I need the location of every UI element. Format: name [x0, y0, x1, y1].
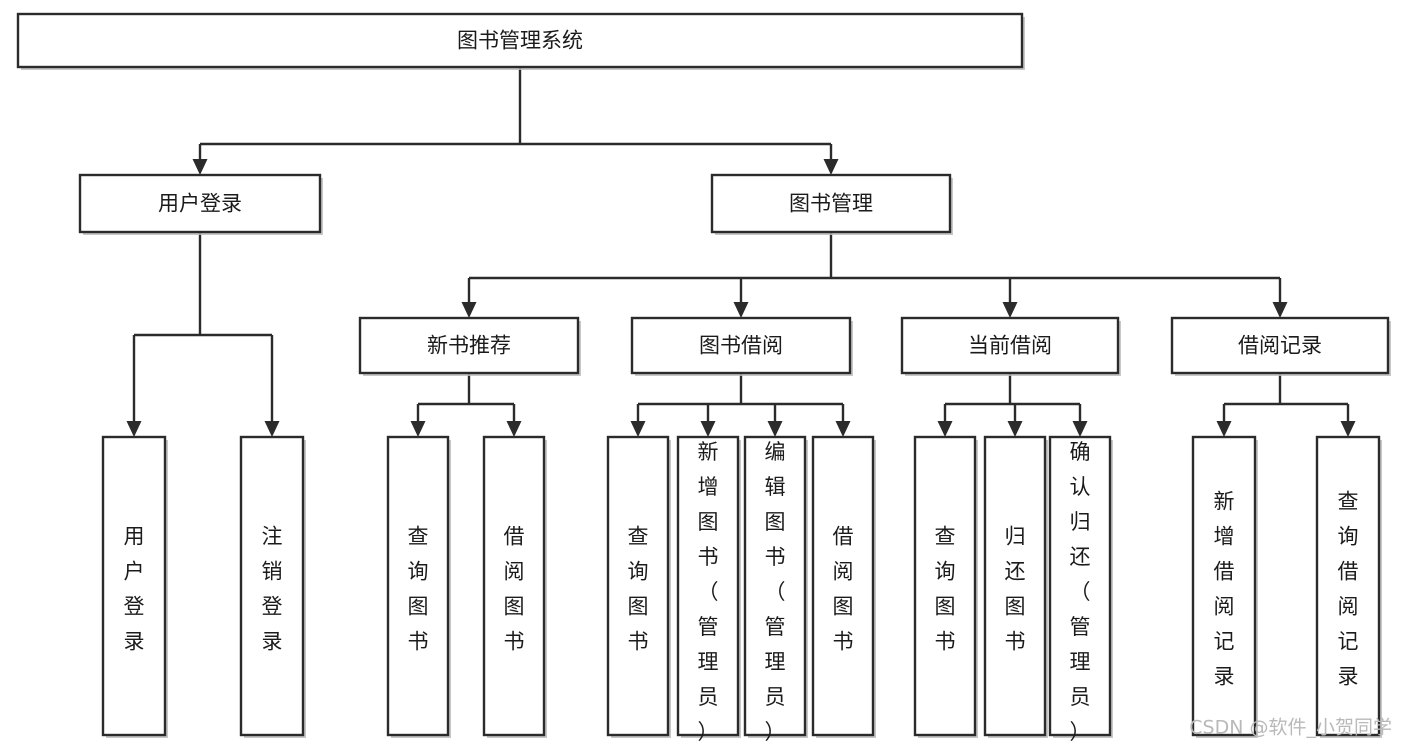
node-user-login[interactable]: 用户登录 — [78, 173, 323, 235]
arrow-head-icon — [1272, 302, 1288, 318]
arrow-head-icon — [700, 421, 716, 437]
node-borrow-record[interactable]: 借阅记录 — [1170, 316, 1391, 376]
arrow-head-icon — [630, 421, 646, 437]
node-label: 新书推荐 — [427, 334, 511, 358]
arrow-head-icon — [767, 421, 783, 437]
arrow-head-icon — [1002, 302, 1018, 318]
node-root[interactable]: 图书管理系统 — [16, 12, 1025, 70]
node-label: 图书借阅 — [699, 334, 783, 358]
node-label: 注销登录 — [262, 524, 283, 653]
arrow-head-icon — [410, 421, 426, 437]
arrow-head-icon — [835, 421, 851, 437]
arrow-head-icon — [1007, 421, 1023, 437]
node-label: 借阅记录 — [1238, 334, 1322, 358]
node-leaf-borrow-book-rec[interactable]: 借阅图书 — [482, 435, 547, 738]
node-leaf-confirm-return[interactable]: 确认归还（管理员） — [1048, 435, 1113, 744]
node-leaf-borrow-book[interactable]: 借阅图书 — [811, 435, 876, 738]
arrow-head-icon — [1340, 421, 1356, 437]
node-label: 查询借阅记录 — [1338, 489, 1359, 688]
arrow-head-icon — [937, 421, 953, 437]
node-layer: 图书管理系统用户登录图书管理新书推荐图书借阅当前借阅借阅记录用户登录注销登录查询… — [16, 12, 1391, 744]
node-label: 用户登录 — [124, 524, 145, 653]
arrow-head-icon — [823, 159, 839, 175]
node-label: 图书管理系统 — [457, 29, 583, 53]
node-label: 用户登录 — [158, 192, 242, 216]
arrow-head-icon — [506, 421, 522, 437]
node-label: 新增图书（管理员） — [698, 440, 719, 744]
arrow-head-icon — [461, 302, 477, 318]
arrow-head-icon — [733, 302, 749, 318]
arrow-head-icon — [1072, 421, 1088, 437]
arrow-head-icon — [192, 159, 208, 175]
arrow-head-icon — [264, 421, 280, 437]
csdn-watermark: CSDN @软件_小贺同学 — [1189, 717, 1392, 739]
node-label: 新增借阅记录 — [1214, 489, 1235, 688]
node-label: 归还图书 — [1005, 524, 1026, 653]
node-leaf-query-book-rec[interactable]: 查询图书 — [386, 435, 451, 738]
node-label: 编辑图书（管理员） — [765, 440, 786, 744]
node-current-borrow[interactable]: 当前借阅 — [900, 316, 1121, 376]
node-leaf-return-book[interactable]: 归还图书 — [983, 435, 1048, 738]
node-leaf-query-record[interactable]: 查询借阅记录 — [1315, 435, 1382, 738]
arrow-head-icon — [1216, 421, 1232, 437]
node-label: 查询图书 — [628, 524, 649, 653]
node-leaf-edit-book[interactable]: 编辑图书（管理员） — [743, 435, 808, 744]
node-leaf-add-book[interactable]: 新增图书（管理员） — [676, 435, 741, 744]
node-label: 图书管理 — [789, 192, 873, 216]
node-new-book-recommend[interactable]: 新书推荐 — [358, 316, 581, 376]
node-leaf-logout[interactable]: 注销登录 — [239, 435, 306, 738]
node-leaf-add-record[interactable]: 新增借阅记录 — [1191, 435, 1258, 738]
node-label: 借阅图书 — [833, 524, 854, 653]
node-book-manage[interactable]: 图书管理 — [710, 173, 953, 235]
node-leaf-query-book-borrow[interactable]: 查询图书 — [606, 435, 671, 738]
node-book-borrow[interactable]: 图书借阅 — [630, 316, 853, 376]
node-label: 查询图书 — [935, 524, 956, 653]
node-leaf-query-book-cur[interactable]: 查询图书 — [913, 435, 978, 738]
connector-layer — [126, 67, 1356, 437]
node-label: 当前借阅 — [968, 334, 1052, 358]
node-label: 确认归还（管理员） — [1070, 440, 1091, 744]
node-label: 借阅图书 — [504, 524, 525, 653]
node-label: 查询图书 — [408, 524, 429, 653]
arrow-head-icon — [126, 421, 142, 437]
node-leaf-user-login[interactable]: 用户登录 — [101, 435, 168, 738]
